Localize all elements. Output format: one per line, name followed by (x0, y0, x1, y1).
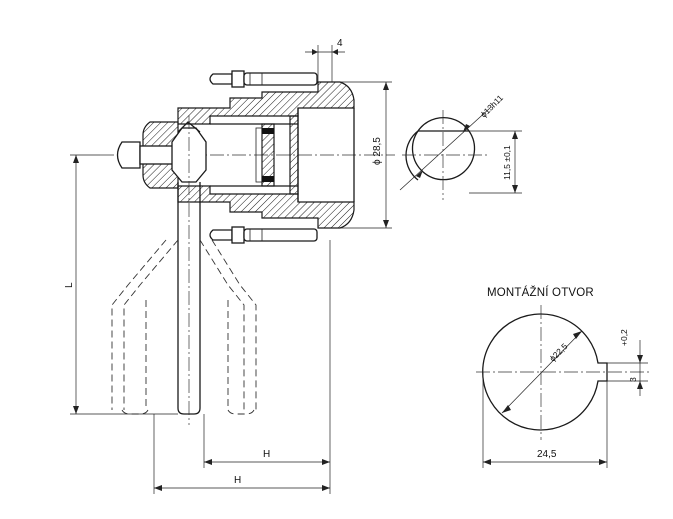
dim-13h11-label: ϕ13h11 (478, 93, 505, 120)
key-alternate-positions (111, 239, 257, 415)
retaining-pin (116, 141, 179, 169)
dim-4-label: 4 (337, 38, 343, 49)
dim-28-5-label: ϕ 28,5 (372, 137, 383, 165)
dim-H-upper-label: H (263, 449, 270, 460)
upper-screw (209, 70, 318, 88)
dim-H-lower-label: H (234, 475, 241, 486)
housing-lower-wall (177, 185, 355, 229)
dim-22-5-label: ϕ22,5 (547, 341, 569, 363)
dim-gap-4: 4 (305, 38, 345, 82)
dim-diameter-28-5: ϕ 28,5 (340, 81, 392, 229)
dim-H-upper: H (203, 240, 331, 468)
lower-screw (209, 226, 318, 244)
cylinder-profile-view: ϕ13h11 11,5 ±0,1 (399, 93, 522, 200)
key-shaft (177, 115, 201, 425)
mounting-hole-view: MONTÁŽNÍ OTVOR ϕ22,5 3 +0,2 24,5 (476, 286, 650, 468)
housing-upper-wall (177, 81, 355, 125)
lock-assembly-section: 4 ϕ 28,5 L H (64, 38, 395, 494)
mounting-hole-title: MONTÁŽNÍ OTVOR (487, 286, 594, 299)
dim-tol-label: +0,2 (619, 329, 629, 346)
seal-ring-top (262, 128, 274, 134)
dim-11-5-label: 11,5 ±0,1 (502, 145, 512, 180)
dim-3-label: 3 (628, 377, 638, 382)
dim-H-lower: H (153, 414, 331, 494)
dim-L-label: L (64, 282, 75, 288)
dim-length-L: L (64, 154, 178, 415)
dim-24-5-label: 24,5 (537, 449, 557, 460)
seal-ring-bottom (262, 176, 274, 182)
